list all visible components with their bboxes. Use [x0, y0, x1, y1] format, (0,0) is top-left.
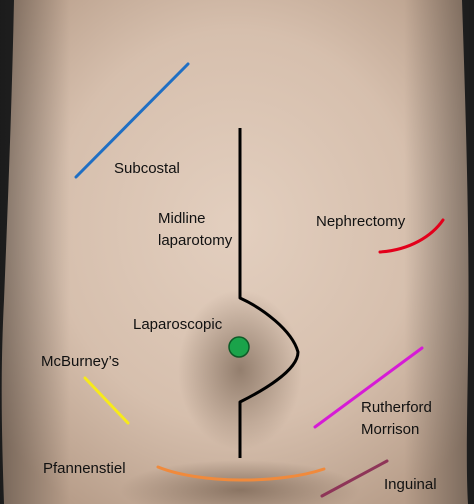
label-subcostal: Subcostal	[114, 160, 180, 177]
right-flank-shadow	[404, 0, 474, 504]
label-midline: Midline	[158, 210, 206, 227]
abdominal-hair	[178, 290, 302, 450]
pfannenstiel-incision-line	[156, 465, 326, 482]
label-morrison: Morrison	[361, 421, 420, 438]
label-nephrectomy: Nephrectomy	[316, 213, 406, 230]
rutherford-morrison-incision-line	[313, 346, 424, 429]
left-flank-shadow	[0, 0, 70, 504]
label-laparoscopic: Laparoscopic	[133, 316, 223, 333]
inguinal-incision-line	[320, 459, 389, 498]
label-inguinal: Inguinal	[384, 476, 437, 493]
label-laparotomy: laparotomy	[158, 232, 233, 249]
label-pfannenstiel: Pfannenstiel	[43, 460, 126, 477]
mcburney-incision-line	[83, 376, 130, 425]
subcostal-incision-line	[74, 62, 190, 179]
label-mcburney: McBurney’s	[41, 353, 120, 370]
laparoscopic-port-dot	[228, 336, 250, 358]
nephrectomy-incision-line	[378, 218, 445, 254]
midline-laparotomy-line	[238, 128, 300, 458]
pubic-hair	[120, 460, 360, 504]
label-rutherford: Rutherford	[361, 399, 432, 416]
